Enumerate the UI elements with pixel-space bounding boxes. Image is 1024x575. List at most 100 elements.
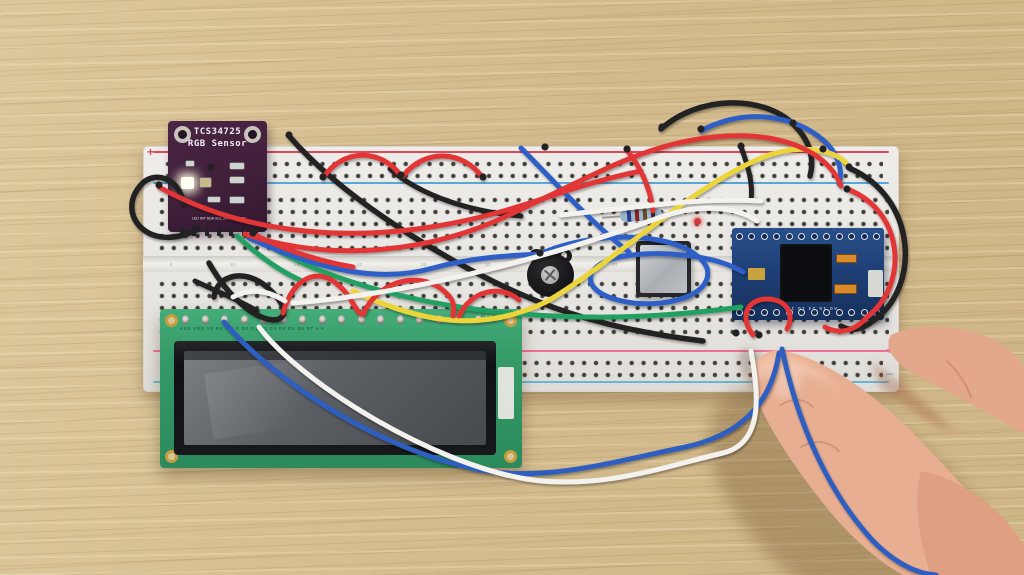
- potentiometer-screw: [541, 266, 559, 284]
- lcd-module: 16 VSS VDD V0 RS RW E D0 D1 D2 D3 D4 D5 …: [160, 309, 522, 468]
- wire-plug: [155, 181, 163, 189]
- lcd-pin: [338, 314, 346, 324]
- mcu-pad: [848, 232, 856, 240]
- lcd-mounting-hole-tl: [165, 314, 178, 327]
- sensor-led: [181, 177, 194, 189]
- wire-white-bottom-sweep: [256, 324, 759, 485]
- lcd-pin: [201, 314, 209, 324]
- lcd-silkscreen-labels: VSS VDD V0 RS RW E D0 D1 D2 D3 D4 D5 D6 …: [180, 327, 325, 332]
- wire-plug: [193, 225, 201, 233]
- wire-black-lcd-bundle: [192, 278, 260, 314]
- wire-blue-chip-loop: [537, 234, 746, 307]
- wire-plug: [819, 145, 827, 153]
- wire-red-rail-hop2: [400, 153, 486, 181]
- hand: [708, 326, 1024, 575]
- mcu-pad: [748, 232, 756, 240]
- mcu-pad: [760, 232, 768, 240]
- wire-red-right-vert: [624, 147, 656, 214]
- mcu-pad: [835, 232, 843, 240]
- sensor-subtitle: RGB Sensor: [187, 139, 248, 149]
- finger-crease-2: [780, 399, 814, 408]
- sensor-smd-4: [230, 197, 244, 203]
- wire-white-diag-up: [290, 205, 760, 306]
- wire-plug: [755, 331, 763, 339]
- wire-plug: [697, 125, 705, 133]
- wire-plug: [479, 173, 487, 181]
- mcu-pad: [785, 232, 793, 240]
- wire-plug: [397, 171, 405, 179]
- mcu-pad: [823, 232, 831, 240]
- mcu-pad: [872, 232, 880, 240]
- mcu-capacitor-2: [834, 284, 857, 294]
- finger-crease-1: [800, 441, 840, 452]
- wire-black-long-diagonal: [286, 133, 706, 344]
- mcu-usb-connector: [868, 270, 883, 297]
- sensor-mounting-hole-left: [174, 126, 191, 143]
- wire-black-sensor-loop: [129, 174, 199, 240]
- sensor-smd-2: [230, 177, 244, 183]
- finger-crease-3: [946, 360, 972, 398]
- groove-number: 25: [420, 261, 427, 267]
- wire-black-rail-cross: [387, 166, 524, 219]
- sensor-pin: [216, 227, 221, 236]
- sensor-smd-3: [208, 197, 220, 202]
- sensor-pin: [204, 227, 209, 236]
- mcu-pad: [810, 308, 818, 316]
- wire-plug: [658, 123, 666, 131]
- mcu-pad: [810, 232, 818, 240]
- wire-red-left-long: [156, 168, 644, 236]
- wire-plug: [207, 163, 215, 171]
- lcd-pin: [299, 314, 307, 324]
- wire-red-lcd-arc3: [456, 288, 522, 319]
- lcd-pin: [318, 314, 326, 324]
- upper-finger: [888, 326, 1024, 434]
- wire-plug: [541, 143, 549, 151]
- plus-mark-bottom-right: +: [885, 343, 893, 357]
- sensor-pin: [180, 227, 184, 236]
- lcd-backlight-tab: [498, 367, 514, 419]
- plus-mark-top-left: +: [147, 145, 155, 159]
- groove-number: 40: [611, 261, 617, 267]
- between-finger-shadow: [871, 361, 955, 433]
- wire-red-big-arc: [242, 133, 844, 254]
- mcu-pad: [798, 308, 806, 316]
- sensor-photodiode-chip: [200, 178, 211, 187]
- mcu-chip: [780, 244, 832, 302]
- wire-blue-bottom-exit: [779, 346, 939, 575]
- wire-red-sensor-down: [250, 231, 356, 270]
- lcd-pin: [357, 314, 365, 324]
- mcu-board: A0 15 14 16 10: [732, 228, 884, 320]
- mcu-pad: [860, 232, 868, 240]
- lcd-pin: [240, 314, 248, 324]
- wire-plug: [319, 173, 327, 181]
- mcu-pad: [798, 232, 806, 240]
- sensor-pin: [229, 227, 234, 236]
- wire-blue-top-arc: [698, 114, 843, 187]
- wire-green-sensor: [234, 233, 305, 284]
- mcu-pad: [848, 308, 856, 316]
- power-rail-top-red-line: [153, 151, 889, 153]
- mcu-pad: [860, 308, 868, 316]
- mcu-pad: [835, 308, 843, 316]
- wire-blue-lcd-sweep: [221, 319, 782, 477]
- wire-red-lcd-arc1: [280, 273, 364, 317]
- lcd-bezel: [174, 341, 496, 455]
- mcu-pad-row-top: [736, 231, 880, 241]
- sensor-pin: [241, 227, 246, 236]
- sensor-smd-5: [186, 161, 194, 166]
- wire-plug: [732, 329, 740, 337]
- wire-plugs: [155, 119, 853, 339]
- lcd-pin: [396, 314, 404, 324]
- jumper-wires: [129, 100, 939, 575]
- groove-number: 10: [229, 261, 236, 267]
- wire-plug: [249, 229, 257, 237]
- wire-blue-sensor: [246, 235, 543, 277]
- wire-plug: [536, 249, 544, 257]
- wire-white-lcd-short: [230, 288, 288, 304]
- lcd-screen-top-shadow: [184, 351, 486, 360]
- wire-red-rail-hop1: [320, 152, 404, 181]
- lcd-mounting-hole-br: [504, 450, 517, 463]
- lcd-pin: [182, 314, 189, 324]
